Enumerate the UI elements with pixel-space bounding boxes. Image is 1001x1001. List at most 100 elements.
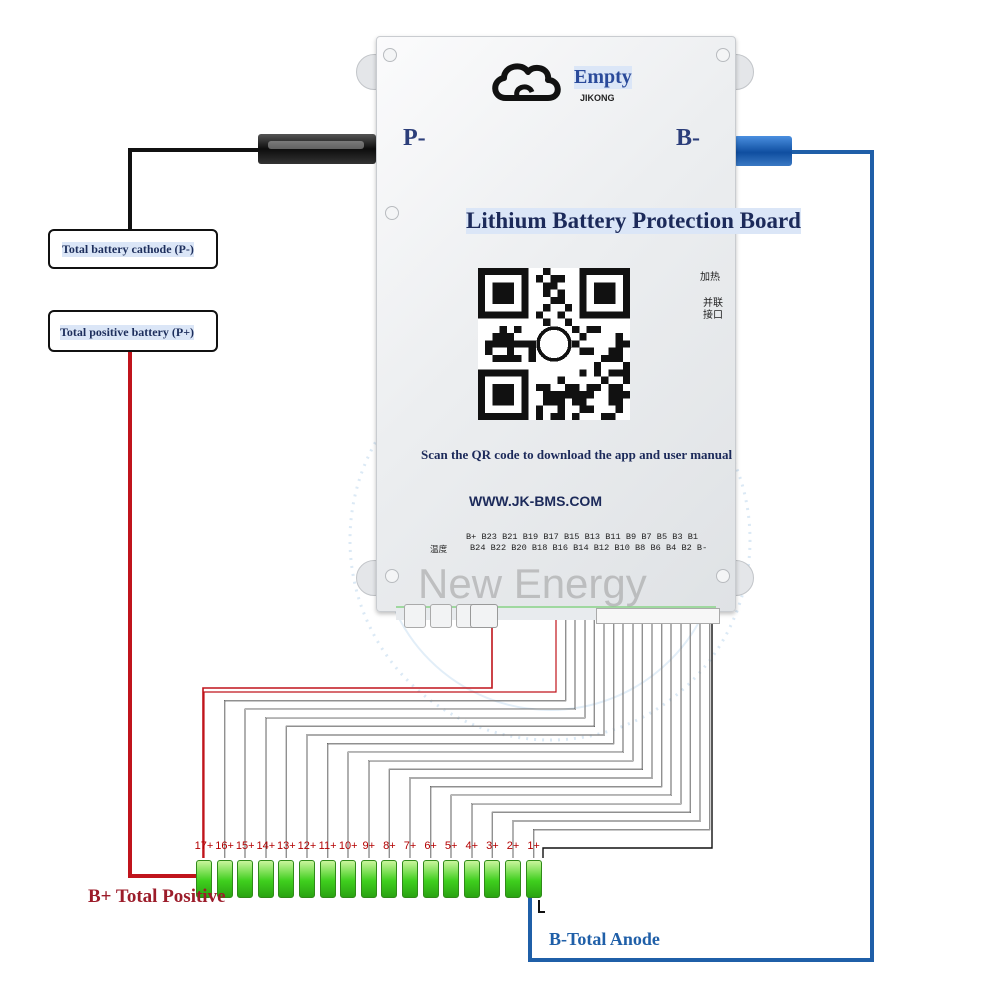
qr-module <box>499 340 507 348</box>
b-minus-total-label: B-Total Anode <box>549 929 660 949</box>
qr-module <box>615 347 623 355</box>
battery-cell <box>505 860 521 898</box>
website-url: WWW.JK-BMS.COM <box>469 493 602 509</box>
battery-cell <box>422 860 439 898</box>
qr-module <box>615 383 623 392</box>
qr-code-icon <box>478 268 630 420</box>
qr-module <box>499 325 507 334</box>
b-minus-cable <box>734 136 792 166</box>
qr-module <box>492 340 500 348</box>
balance-wire <box>533 618 711 858</box>
battery-cell <box>484 860 501 898</box>
p-minus-cable-shine <box>268 141 364 149</box>
qr-module <box>579 333 587 341</box>
qr-module <box>528 340 536 348</box>
qr-module <box>506 354 515 363</box>
qr-module <box>564 391 573 399</box>
qr-module <box>521 369 529 420</box>
cell-label: 4+ <box>465 840 479 852</box>
balance-wire-core <box>327 618 614 858</box>
cell-label: 2+ <box>506 840 520 852</box>
qr-module <box>550 412 558 420</box>
qr-module <box>572 325 580 334</box>
balance-wire-core <box>450 618 672 858</box>
qr-module <box>492 282 515 305</box>
power-connector <box>470 604 498 628</box>
cell-label: 1+ <box>527 840 540 852</box>
qr-module <box>615 398 623 406</box>
cell-label: 10+ <box>338 840 358 852</box>
cell-label: 8+ <box>383 840 396 852</box>
qr-module <box>564 383 573 392</box>
qr-module <box>543 282 551 290</box>
cathode-label: Total battery cathode (P-) <box>62 242 194 257</box>
balance-wire-core <box>533 618 710 858</box>
cell-label: 6+ <box>424 840 437 852</box>
balance-wire-core <box>368 618 634 858</box>
b-minus-label: B- <box>676 125 700 151</box>
screw <box>385 569 399 583</box>
qr-module <box>506 340 515 348</box>
qr-module <box>579 268 630 276</box>
balance-wire <box>285 618 595 858</box>
parallel-port-label: 并联 接口 <box>703 298 723 321</box>
battery-cell <box>278 860 295 898</box>
battery-cell <box>360 860 377 898</box>
balance-wire-core <box>306 618 605 858</box>
qr-module <box>485 340 493 348</box>
heating-label: 加热 <box>700 272 720 283</box>
qr-module <box>586 347 594 355</box>
battery-cell <box>381 860 398 898</box>
qr-module <box>543 289 551 297</box>
p-minus-cable <box>258 134 376 164</box>
qr-module <box>535 405 544 413</box>
qr-module <box>622 340 630 348</box>
qr-module <box>593 282 616 305</box>
qr-module <box>550 398 558 406</box>
qr-module <box>586 405 594 413</box>
qr-module <box>557 296 565 305</box>
qr-module <box>535 383 544 392</box>
qr-module <box>535 412 544 420</box>
qr-module <box>608 412 616 420</box>
qr-module <box>586 325 594 334</box>
qr-module <box>550 391 558 399</box>
qr-center-logo <box>536 326 572 362</box>
qr-module <box>564 318 573 326</box>
qr-module <box>478 268 529 276</box>
qr-module <box>543 391 551 399</box>
qr-module <box>593 325 602 334</box>
battery-cell <box>340 860 357 898</box>
cell-label: 12+ <box>297 840 317 852</box>
qr-module <box>622 362 630 370</box>
brand-name: Empty <box>574 66 632 89</box>
qr-module <box>550 282 558 290</box>
anode-link-wire <box>538 900 545 913</box>
balance-wire-core <box>347 618 624 858</box>
balance-wire <box>224 618 567 858</box>
cell-label: 13+ <box>277 840 296 852</box>
qr-module <box>608 347 616 355</box>
qr-module <box>622 376 630 384</box>
screw <box>383 48 397 62</box>
qr-module <box>622 369 630 377</box>
cell-label: 7+ <box>403 840 417 852</box>
qr-module <box>579 347 587 355</box>
qr-module <box>543 318 551 326</box>
p-minus-label: P- <box>403 125 426 151</box>
qr-module <box>579 391 587 399</box>
balance-wire <box>512 618 701 858</box>
battery-cell <box>237 860 254 898</box>
balance-wire-core <box>224 618 566 858</box>
qr-module <box>478 268 486 319</box>
cell-label: 15+ <box>235 840 255 852</box>
qr-module <box>528 347 536 355</box>
balance-wire <box>327 618 615 858</box>
qr-module <box>478 412 529 420</box>
balance-wire-core <box>409 618 653 858</box>
qr-module <box>535 311 544 319</box>
p-minus-wire <box>128 148 262 230</box>
balance-wire <box>368 618 634 858</box>
qr-module <box>579 268 587 319</box>
